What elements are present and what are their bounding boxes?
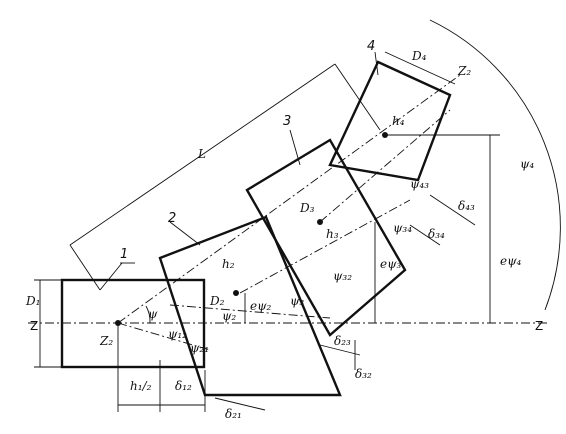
label-delta23: δ₂₃	[334, 334, 351, 348]
label-psi43: ψ₄₃	[410, 177, 429, 191]
leader-3	[289, 129, 301, 166]
label-z2-top: Z₂	[457, 64, 471, 78]
dimensions	[34, 19, 561, 412]
label-psi4: ψ₄	[520, 157, 534, 171]
dim-L-ext-left	[69, 244, 101, 291]
label-psi2: ψ₂	[222, 309, 236, 323]
dim-delta43	[429, 194, 476, 226]
dim-delta23	[319, 344, 361, 356]
z2-axis	[117, 74, 461, 324]
arc-psi4	[429, 19, 561, 311]
label-psi3: ψ₃	[290, 294, 304, 308]
link-4-center-line	[319, 109, 451, 223]
leader-1	[99, 262, 123, 291]
link-2-center-line	[169, 304, 331, 319]
dim-delta21	[214, 397, 266, 411]
label-D1: D₁	[25, 294, 40, 308]
label-h3: h₃	[326, 227, 339, 241]
arc-psi	[145, 305, 151, 324]
pivots	[115, 132, 388, 326]
part-number-1: 1	[120, 247, 128, 262]
label-D4: D₄	[411, 49, 427, 63]
label-psi34: ψ₃₄	[393, 221, 412, 235]
link-3-center-line	[239, 199, 411, 294]
label-h2: h₂	[222, 257, 235, 271]
dim-delta34	[409, 224, 441, 246]
label-e-psi3: eψ₃	[380, 257, 402, 271]
part-number-2: 2	[168, 211, 176, 226]
part-number-3: 3	[283, 114, 291, 129]
link-2	[158, 215, 342, 397]
leader-4	[374, 51, 379, 76]
label-h12: h₁/₂	[130, 379, 152, 393]
label-L: L	[197, 147, 206, 161]
label-e-psi2: eψ₂	[250, 299, 272, 313]
link-2-outline	[158, 215, 342, 397]
link-3	[245, 138, 407, 337]
label-delta34: δ₃₄	[428, 227, 445, 241]
label-z2-origin: Z₂	[99, 334, 113, 348]
pivot-link-2	[233, 290, 239, 296]
label-delta12: δ₁₂	[175, 379, 192, 393]
leader-2	[169, 221, 201, 246]
part-number-4: 4	[367, 39, 375, 54]
dim-L-ext-right	[334, 63, 381, 131]
link-1-outline	[60, 278, 206, 369]
label-delta21: δ₂₁	[225, 407, 242, 421]
label-delta43: δ₄₃	[458, 199, 475, 213]
pivot-link-3	[317, 219, 323, 225]
label-e-psi4: eψ₄	[500, 254, 522, 268]
label-D3: D₃	[299, 201, 315, 215]
label-psi32: ψ₃₂	[333, 269, 352, 283]
link-4	[328, 60, 452, 182]
psi12-axis	[117, 322, 211, 351]
label-D2: D₂	[209, 294, 225, 308]
link-1	[60, 278, 206, 369]
dim-D4	[384, 51, 456, 85]
link-4-outline	[328, 60, 452, 182]
link-3-outline	[245, 138, 407, 337]
label-delta32: δ₃₂	[355, 367, 372, 381]
leaders	[99, 51, 379, 291]
dim-L	[69, 63, 336, 246]
label-psi21: ψ₂₁	[190, 341, 209, 355]
label-psi: ψ	[148, 307, 158, 321]
label-psi12: ψ₁₂	[168, 327, 187, 341]
label-z-left: Z	[30, 319, 38, 333]
label-z-right: Z	[535, 319, 543, 333]
label-h4: h₄	[392, 114, 405, 128]
